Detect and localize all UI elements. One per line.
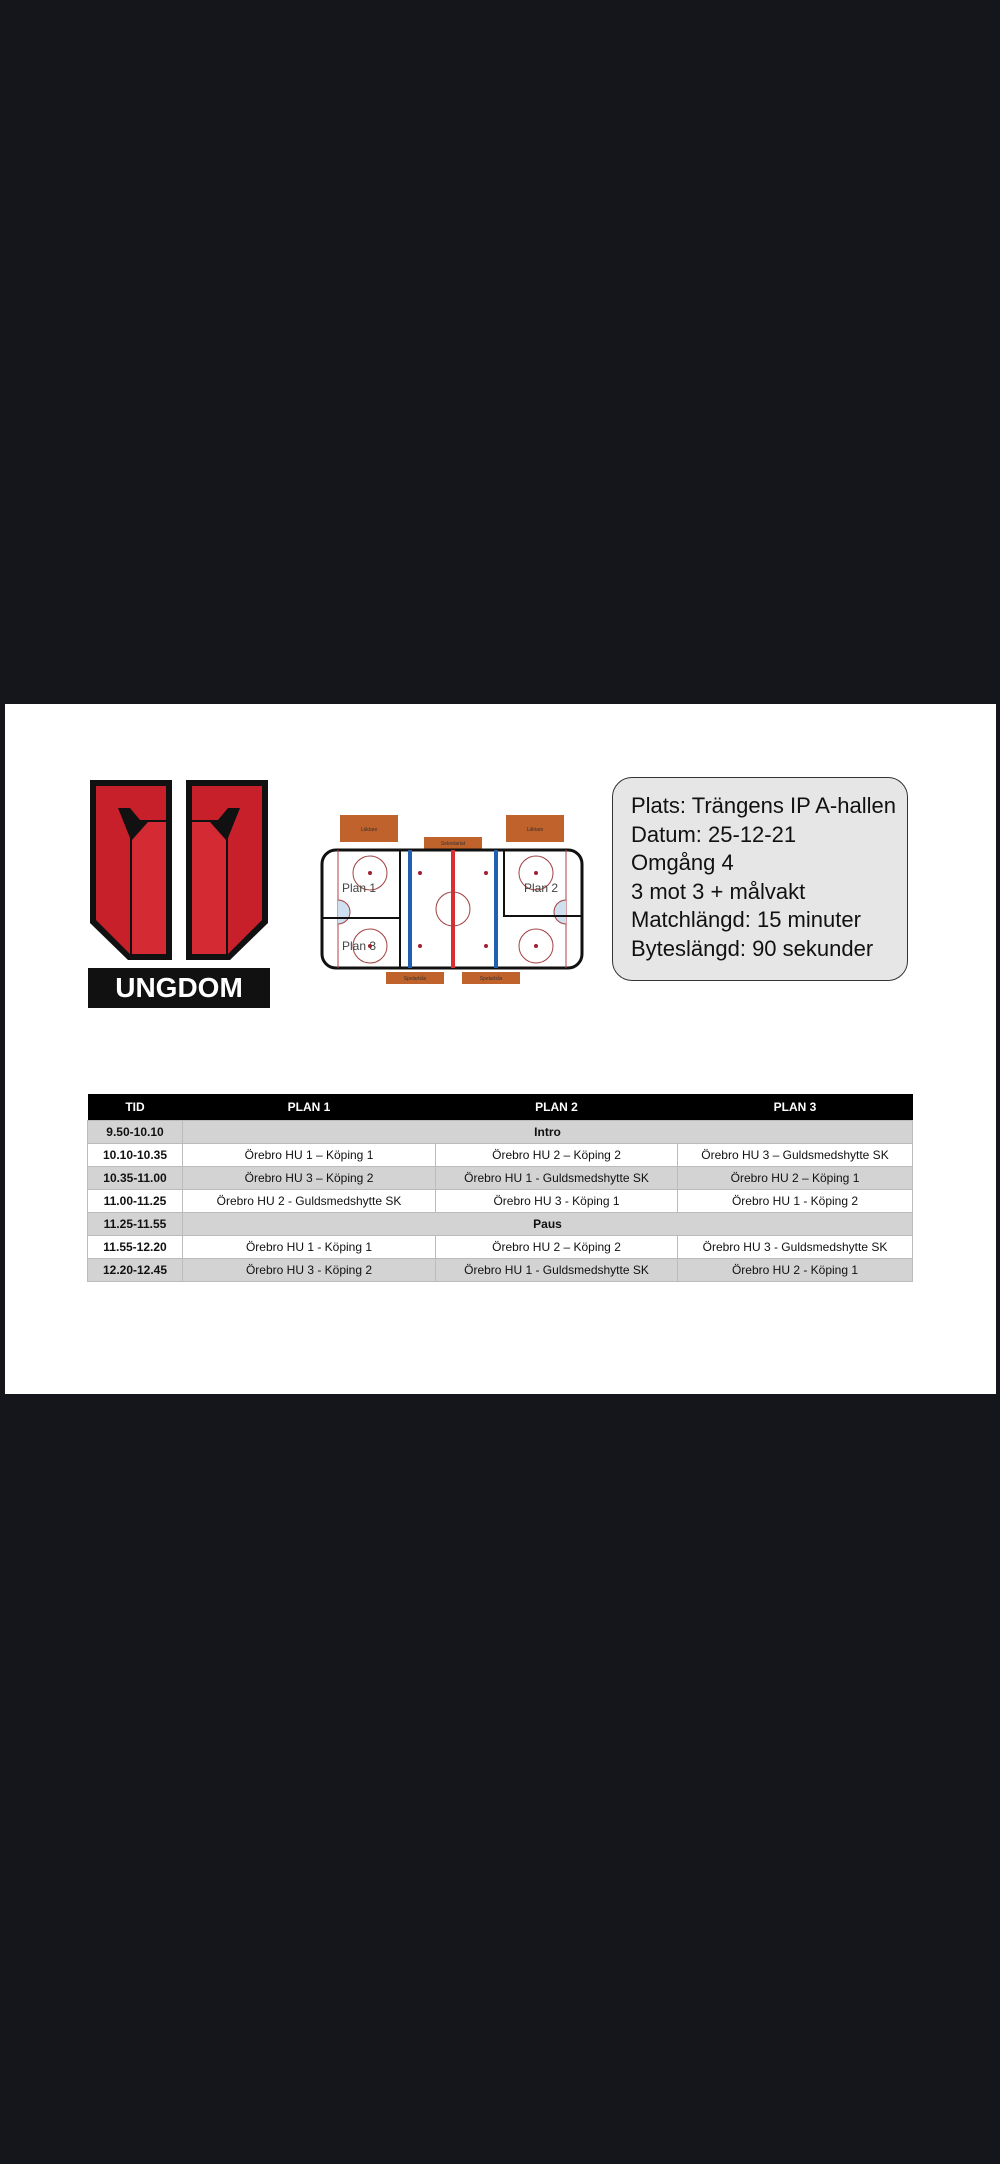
header-tid: TID bbox=[87, 1094, 183, 1121]
match-cell: Örebro HU 2 - Guldsmedshytte SK bbox=[182, 1189, 436, 1213]
match-cell: Örebro HU 3 – Köping 2 bbox=[182, 1166, 436, 1190]
match-cell: Örebro HU 3 - Köping 1 bbox=[435, 1189, 678, 1213]
time-cell: 12.20-12.45 bbox=[87, 1258, 183, 1282]
match-cell: Örebro HU 1 – Köping 1 bbox=[182, 1143, 436, 1167]
header-plan-1: PLAN 1 bbox=[182, 1094, 436, 1121]
match-cell: Örebro HU 3 – Guldsmedshytte SK bbox=[677, 1143, 913, 1167]
plan-label: Plan 2 bbox=[524, 881, 558, 895]
plan-label: Plan 1 bbox=[342, 881, 376, 895]
match-cell: Örebro HU 1 - Köping 1 bbox=[182, 1235, 436, 1259]
logo-text: UNGDOM bbox=[115, 972, 243, 1003]
rink-label: Spelarbås bbox=[480, 975, 503, 982]
match-cell: Örebro HU 2 – Köping 2 bbox=[435, 1235, 678, 1259]
time-cell: 11.55-12.20 bbox=[87, 1235, 183, 1259]
match-cell: Örebro HU 2 – Köping 2 bbox=[435, 1143, 678, 1167]
info-round: Omgång 4 bbox=[631, 850, 734, 875]
header-plan-2: PLAN 2 bbox=[435, 1094, 678, 1121]
info-match-length: Matchlängd: 15 minuter bbox=[631, 907, 861, 932]
time-cell: 10.10-10.35 bbox=[87, 1143, 183, 1167]
match-cell: Örebro HU 1 - Guldsmedshytte SK bbox=[435, 1258, 678, 1282]
span-cell: Paus bbox=[182, 1212, 913, 1236]
match-cell: Örebro HU 2 - Köping 1 bbox=[677, 1258, 913, 1282]
rink-label: Sekretariat bbox=[441, 841, 466, 847]
match-cell: Örebro HU 2 – Köping 1 bbox=[677, 1166, 913, 1190]
time-cell: 11.00-11.25 bbox=[87, 1189, 183, 1213]
info-date: Datum: 25-12-21 bbox=[631, 821, 797, 847]
info-venue: Plats: Trängens IP A-hallen bbox=[631, 793, 896, 818]
time-cell: 11.25-11.55 bbox=[87, 1212, 183, 1236]
time-cell: 9.50-10.10 bbox=[87, 1120, 183, 1144]
event-info-box: Plats: Trängens IP A-hallen Datum: 25-12… bbox=[612, 777, 908, 981]
plan-label: Plan 3 bbox=[342, 939, 376, 953]
info-shift-length: Byteslängd: 90 sekunder bbox=[631, 935, 874, 961]
match-cell: Örebro HU 1 - Köping 2 bbox=[677, 1189, 913, 1213]
time-cell: 10.35-11.00 bbox=[87, 1166, 183, 1190]
match-cell: Örebro HU 3 - Guldsmedshytte SK bbox=[677, 1235, 913, 1259]
rink-diagram: Läktare Läktare Sekretariat Spelarbås Sp… bbox=[320, 815, 584, 984]
rink-label: Läktare bbox=[361, 827, 378, 833]
info-format: 3 mot 3 + målvakt bbox=[631, 878, 806, 904]
rink-label: Läktare bbox=[527, 827, 544, 833]
match-cell: Örebro HU 1 - Guldsmedshytte SK bbox=[435, 1166, 678, 1190]
span-cell: Intro bbox=[182, 1120, 913, 1144]
rink-label: Spelarbås bbox=[404, 975, 427, 982]
match-cell: Örebro HU 3 - Köping 2 bbox=[182, 1258, 436, 1282]
header-plan-3: PLAN 3 bbox=[677, 1094, 913, 1121]
ungdom-logo: UNGDOM bbox=[88, 780, 270, 1008]
